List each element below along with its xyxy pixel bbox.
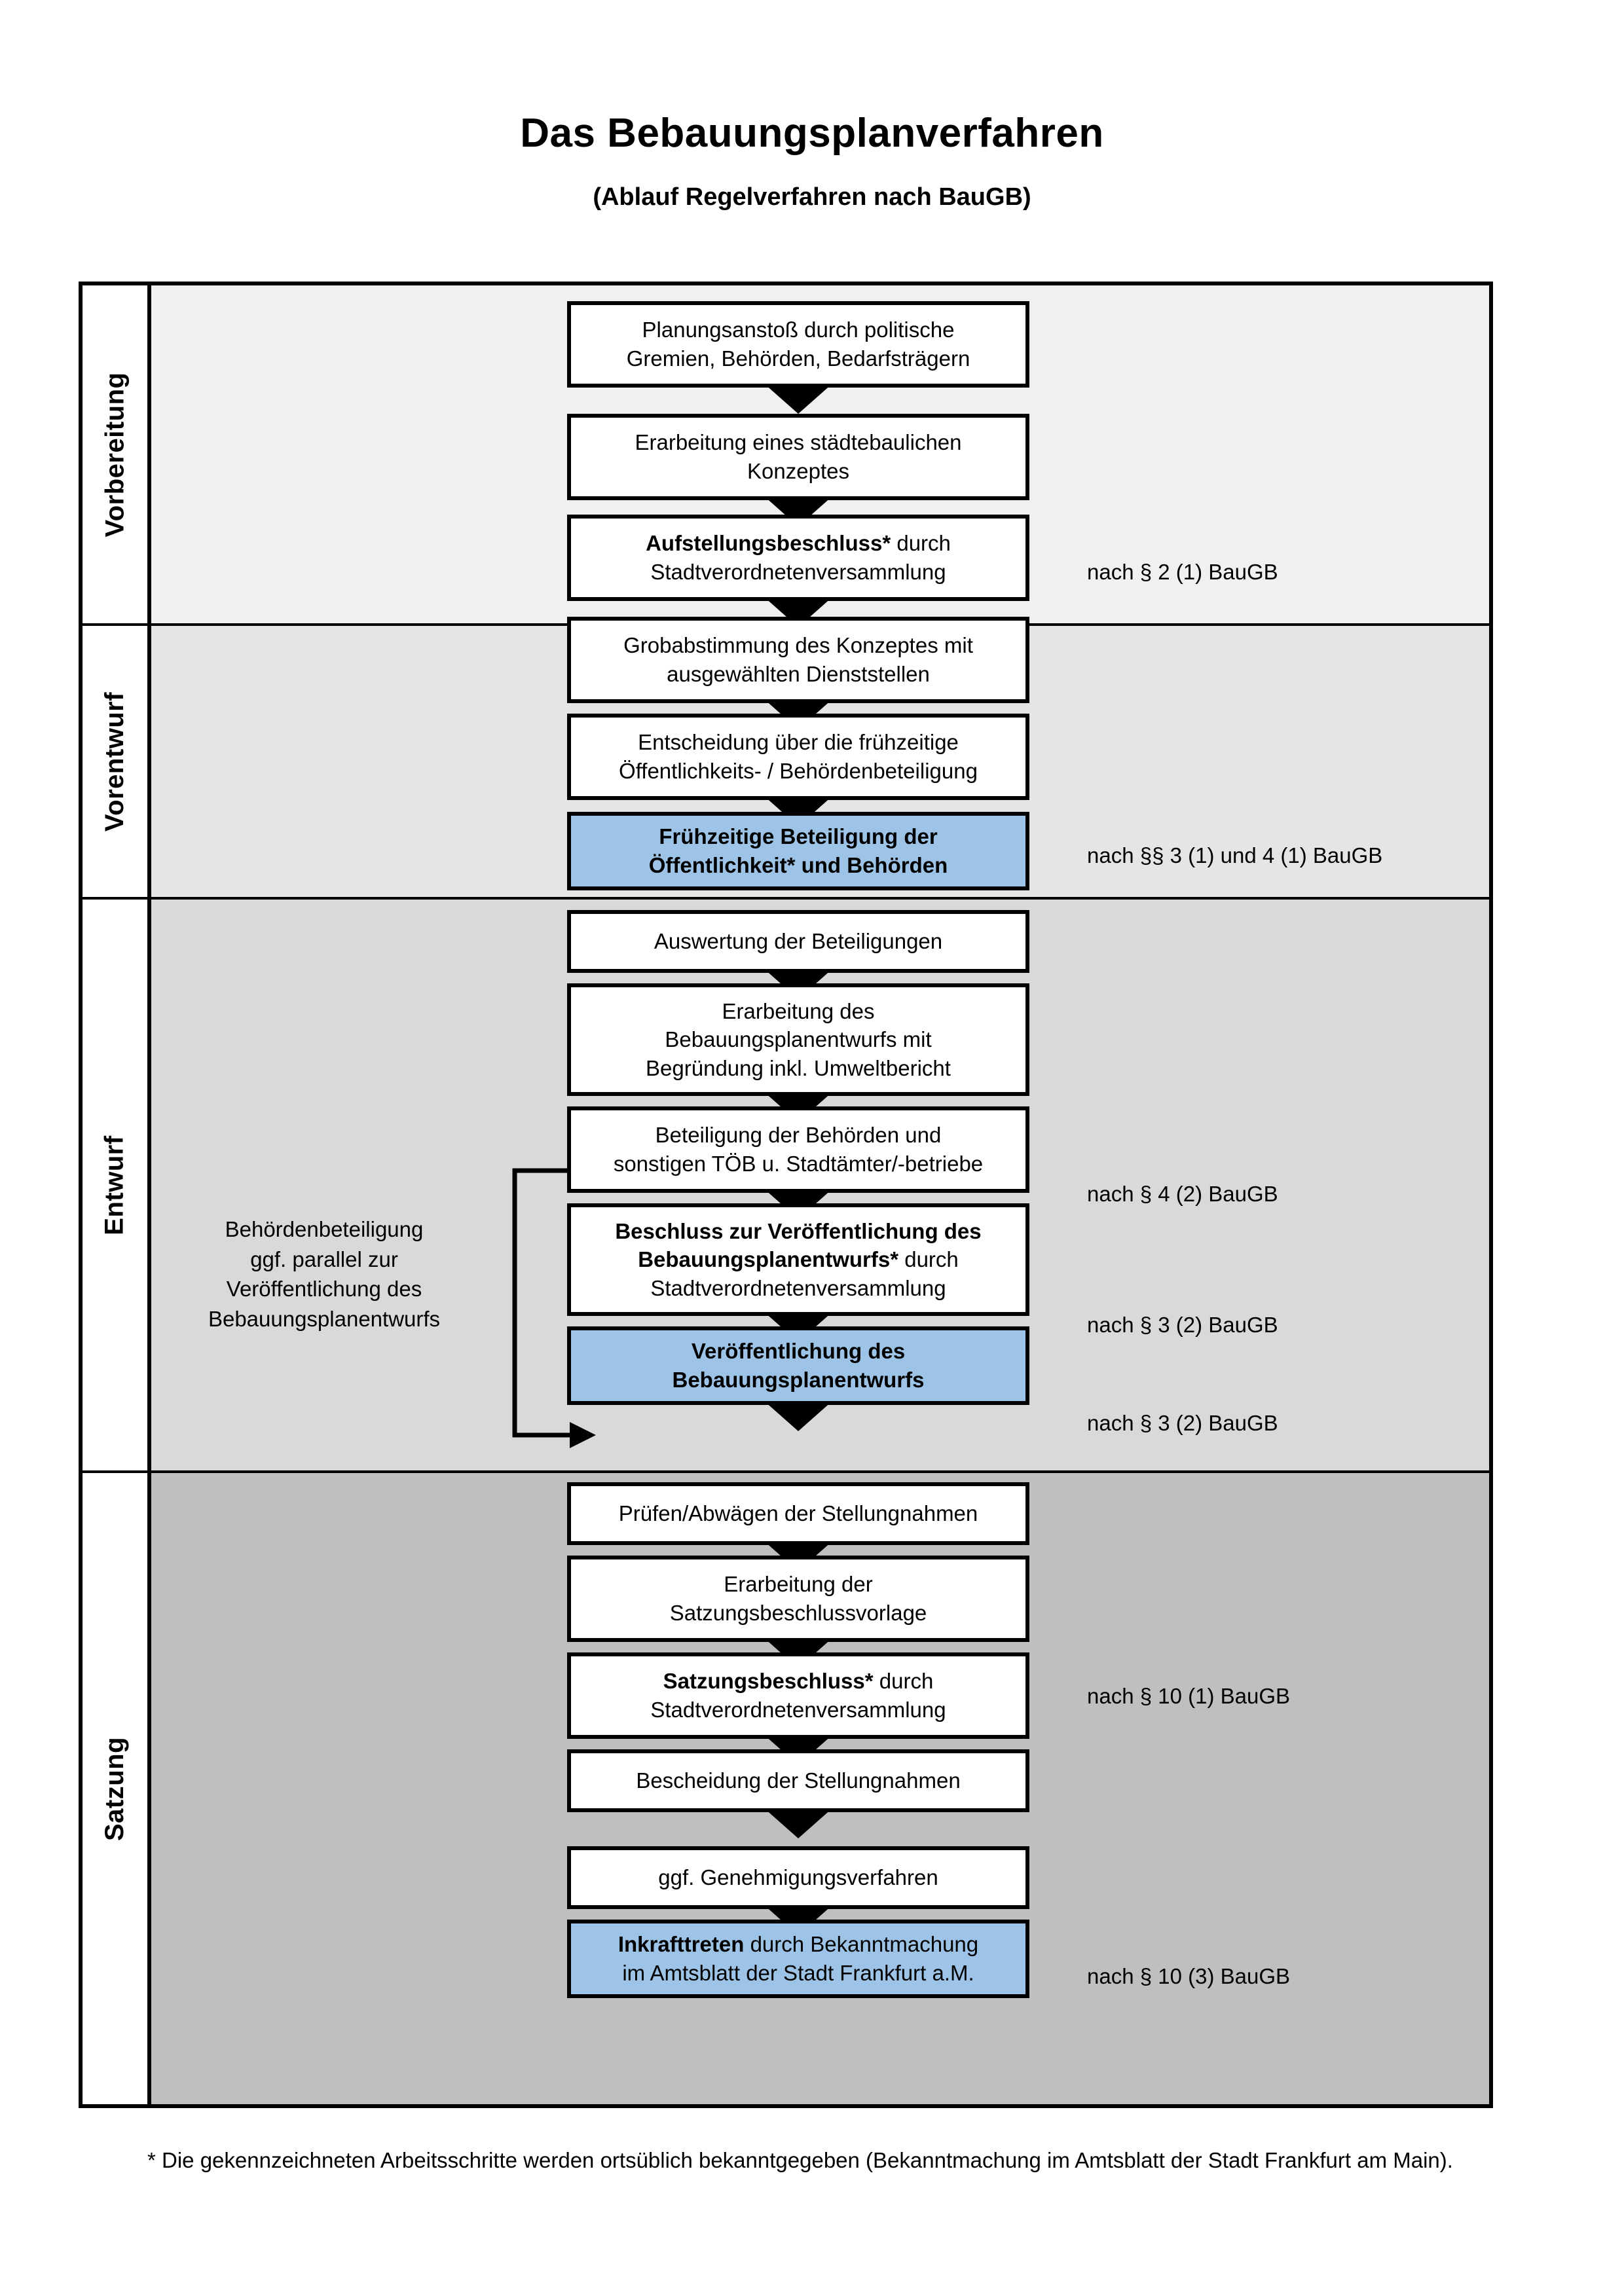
side-note-behoerdenbeteiligung: Behördenbeteiligung ggf. parallel zur Ve…	[183, 1214, 465, 1334]
step-box-satzungsbeschluss[interactable]: Satzungsbeschluss* durch Stadtverordnete…	[567, 1652, 1029, 1739]
phase-label-vorentwurf: Vorentwurf	[83, 626, 147, 897]
diagram-frame	[79, 282, 1493, 2108]
step-line-1: Inkrafttreten durch Bekanntmachung	[618, 1930, 978, 1959]
step-bold-text: Aufstellungsbeschluss*	[646, 531, 891, 556]
step-line-2: Bebauungsplanentwurfs	[672, 1368, 925, 1392]
step-line-2: Bebauungsplanentwurfs* durch	[615, 1245, 981, 1274]
legal-ref-fruehzeitige-beteiligung: nach §§ 3 (1) und 4 (1) BauGB	[1087, 843, 1383, 867]
step-normal-text: durch	[891, 531, 951, 556]
legal-ref-veroeffentlichung: nach § 3 (2) BauGB	[1087, 1411, 1278, 1435]
page-title: Das Bebauungsplanverfahren	[520, 111, 1104, 156]
step-line-1: Satzungsbeschluss* durch	[650, 1667, 946, 1696]
legal-ref-behoerdenbeteiligung: nach § 4 (2) BauGB	[1087, 1182, 1278, 1206]
step-box-entscheidung-fruehzeitig[interactable]: Entscheidung über die frühzeitige Öffent…	[567, 714, 1029, 800]
step-line-1: Entscheidung über die frühzeitige	[638, 730, 959, 755]
band-separator-2	[83, 897, 1489, 900]
step-line-2: Öffentlichkeits- / Behördenbeteiligung	[619, 759, 978, 783]
legal-ref-inkrafttreten: nach § 10 (3) BauGB	[1087, 1964, 1291, 1988]
flow-arrow-14	[764, 1808, 832, 1838]
step-line-1: Aufstellungsbeschluss* durch	[646, 529, 951, 558]
step-line-1: ggf. Genehmigungsverfahren	[658, 1865, 938, 1890]
footnote: * Die gekennzeichneten Arbeitsschritte w…	[147, 2148, 1453, 2172]
step-box-beteiligung-behoerden[interactable]: Beteiligung der Behörden und sonstigen T…	[567, 1106, 1029, 1193]
step-box-grobabstimmung[interactable]: Grobabstimmung des Konzeptes mit ausgewä…	[567, 617, 1029, 703]
step-line-1: Beschluss zur Veröffentlichung des	[615, 1218, 982, 1243]
step-box-fruehzeitige-beteiligung[interactable]: Frühzeitige Beteiligung der Öffentlichke…	[567, 812, 1029, 890]
legal-ref-beschluss-veroeffentlichung: nach § 3 (2) BauGB	[1087, 1313, 1278, 1337]
side-note-line-3: Veröffentlichung des	[226, 1277, 422, 1302]
phase-label-text: Vorbereitung	[100, 372, 129, 537]
step-box-auswertung[interactable]: Auswertung der Beteiligungen	[567, 910, 1029, 973]
page-subtitle: (Ablauf Regelverfahren nach BauGB)	[593, 183, 1031, 211]
step-line-1: Prüfen/Abwägen der Stellungnahmen	[618, 1501, 978, 1526]
side-note-line-2: ggf. parallel zur	[250, 1247, 398, 1271]
step-normal-text: durch	[873, 1669, 934, 1694]
step-line-3: Begründung inkl. Umweltbericht	[646, 1055, 951, 1080]
loop-connector	[512, 1168, 596, 1448]
step-line-2: Stadtverordnetenversammlung	[650, 1698, 946, 1722]
step-line-2: Öffentlichkeit* und Behörden	[648, 853, 948, 877]
legal-ref-aufstellungsbeschluss: nach § 2 (1) BauGB	[1087, 560, 1278, 584]
step-line-1: Veröffentlichung des	[691, 1339, 906, 1364]
step-box-aufstellungsbeschluss[interactable]: Aufstellungsbeschluss* durch Stadtverord…	[567, 515, 1029, 601]
step-line-2: Bebauungsplanentwurfs mit	[665, 1027, 932, 1052]
step-line-1: Erarbeitung eines städtebaulichen	[635, 430, 962, 455]
step-line-2: sonstigen TÖB u. Stadtämter/-betriebe	[613, 1152, 984, 1176]
phase-label-text: Entwurf	[100, 1135, 129, 1235]
step-line-1: Grobabstimmung des Konzeptes mit	[623, 633, 973, 658]
step-line-1: Bescheidung der Stellungnahmen	[636, 1768, 961, 1793]
step-box-planungsanstoss[interactable]: Planungsanstoß durch politische Gremien,…	[567, 301, 1029, 388]
side-note-line-1: Behördenbeteiligung	[225, 1217, 424, 1241]
step-bold-text: Inkrafttreten	[618, 1932, 745, 1957]
step-line-1: Frühzeitige Beteiligung der	[659, 824, 938, 849]
flow-arrow-1	[764, 384, 832, 414]
step-box-beschluss-veroeffentlichung[interactable]: Beschluss zur Veröffentlichung des Bebau…	[567, 1203, 1029, 1316]
step-bold-text: Satzungsbeschluss*	[663, 1669, 874, 1694]
step-line-2: Gremien, Behörden, Bedarfsträgern	[626, 346, 970, 371]
step-line-2: Stadtverordnetenversammlung	[650, 560, 946, 584]
step-box-inkrafttreten[interactable]: Inkrafttreten durch Bekanntmachung im Am…	[567, 1920, 1029, 1998]
sidebar-divider	[147, 282, 151, 2108]
step-line-1: Beteiligung der Behörden und	[655, 1123, 942, 1148]
step-box-pruefen-abwaegen[interactable]: Prüfen/Abwägen der Stellungnahmen	[567, 1482, 1029, 1545]
step-line-1: Erarbeitung der	[724, 1572, 873, 1597]
step-box-genehmigungsverfahren[interactable]: ggf. Genehmigungsverfahren	[567, 1846, 1029, 1909]
legal-ref-satzungsbeschluss: nach § 10 (1) BauGB	[1087, 1684, 1291, 1708]
step-box-konzept[interactable]: Erarbeitung eines städtebaulichen Konzep…	[567, 414, 1029, 500]
step-box-veroeffentlichung[interactable]: Veröffentlichung des Bebauungsplanentwur…	[567, 1326, 1029, 1405]
band-separator-3	[83, 1470, 1489, 1473]
step-line-2: Satzungsbeschlussvorlage	[669, 1601, 927, 1625]
flow-arrow-10	[764, 1401, 832, 1431]
step-line-3: Stadtverordnetenversammlung	[650, 1275, 946, 1300]
side-note-line-4: Bebauungsplanentwurfs	[208, 1306, 441, 1331]
phase-label-satzung: Satzung	[83, 1473, 147, 2104]
step-line-1: Auswertung der Beteiligungen	[654, 929, 943, 954]
phase-label-text: Satzung	[100, 1736, 130, 1841]
step-line-1: Erarbeitung des	[722, 998, 875, 1023]
step-bold-text: Bebauungsplanentwurfs*	[638, 1247, 899, 1272]
phase-label-entwurf: Entwurf	[83, 900, 147, 1470]
phase-label-text: Vorentwurf	[100, 691, 129, 831]
step-line-1: Planungsanstoß durch politische	[642, 318, 955, 342]
step-normal-text: durch	[898, 1247, 959, 1272]
phase-label-vorbereitung: Vorbereitung	[83, 285, 147, 623]
step-line-2: Konzeptes	[747, 459, 849, 483]
title-block: Das Bebauungsplanverfahren (Ablauf Regel…	[0, 111, 1624, 211]
step-normal-text: durch Bekanntmachung	[744, 1932, 979, 1957]
step-box-erarbeitung-entwurf[interactable]: Erarbeitung des Bebauungsplanentwurfs mi…	[567, 983, 1029, 1096]
step-line-2: im Amtsblatt der Stadt Frankfurt a.M.	[622, 1961, 974, 1985]
step-box-bescheidung[interactable]: Bescheidung der Stellungnahmen	[567, 1749, 1029, 1812]
step-line-2: ausgewählten Dienststellen	[667, 662, 930, 686]
step-box-satzungsbeschlussvorlage[interactable]: Erarbeitung der Satzungsbeschlussvorlage	[567, 1556, 1029, 1642]
